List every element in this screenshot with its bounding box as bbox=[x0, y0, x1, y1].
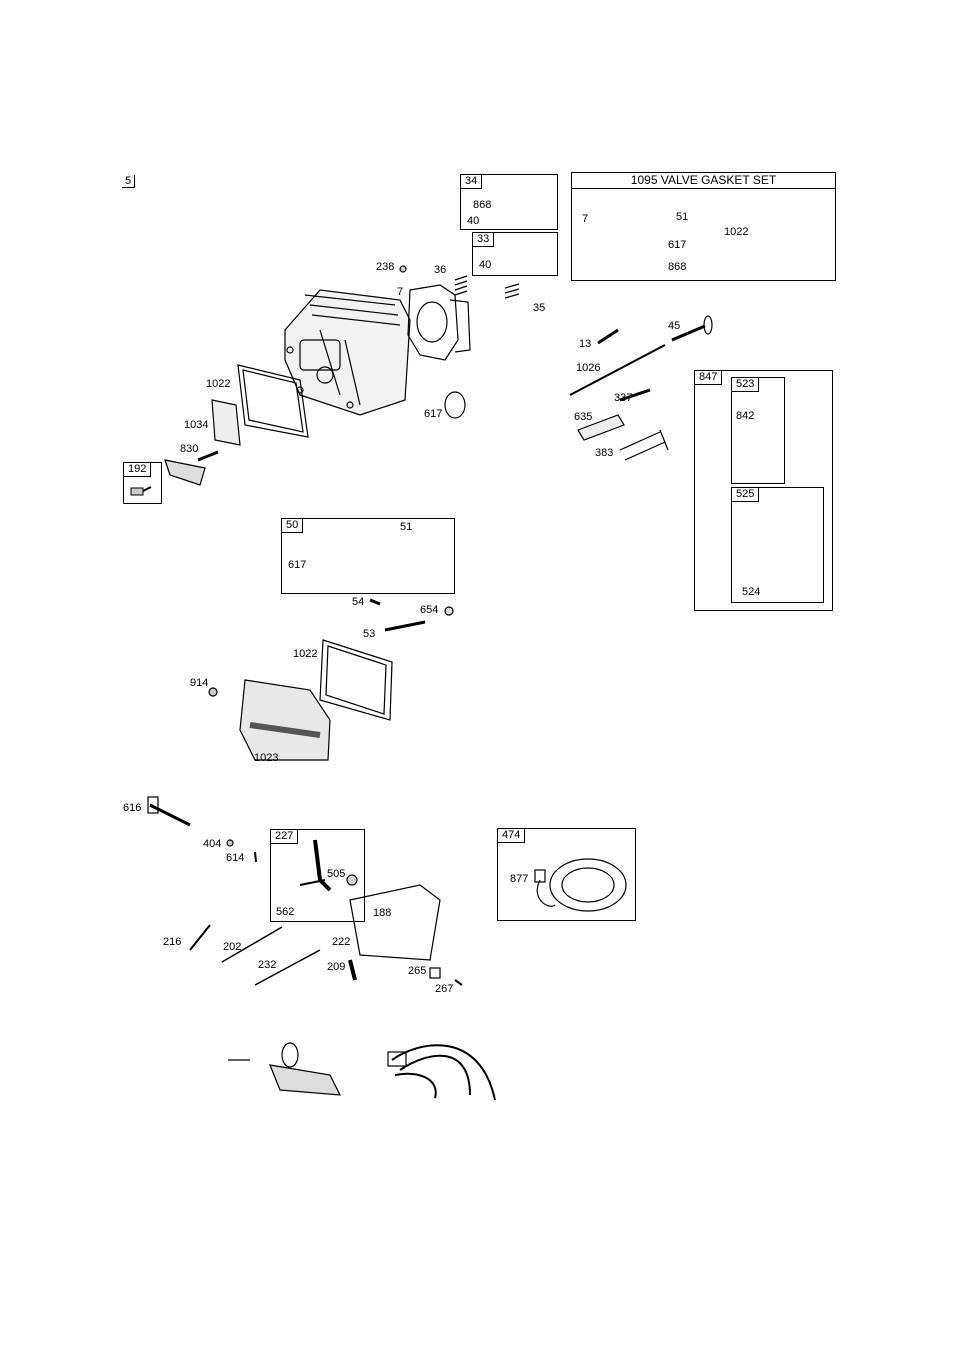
ignition-module-drawing bbox=[228, 1043, 340, 1095]
label-505: 505 bbox=[327, 868, 345, 880]
callout-36: 36 bbox=[434, 264, 446, 276]
callout-202: 202 bbox=[223, 941, 241, 953]
callout-53: 53 bbox=[363, 628, 375, 640]
label-51: 51 bbox=[400, 521, 412, 533]
callout-54: 54 bbox=[352, 596, 364, 608]
box-1095-title: 1095 VALVE GASKET SET bbox=[572, 173, 835, 189]
box-1095-valve-gasket-set: 1095 VALVE GASKET SET 7 51 617 1022 868 bbox=[571, 172, 836, 281]
callout-1026: 1026 bbox=[576, 362, 600, 374]
callout-914: 914 bbox=[190, 677, 208, 689]
box-34-tag: 34 bbox=[461, 175, 482, 189]
callout-1023: 1023 bbox=[254, 752, 278, 764]
label-524: 524 bbox=[742, 586, 760, 598]
callout-265: 265 bbox=[408, 965, 426, 977]
callout-45: 45 bbox=[668, 320, 680, 332]
callout-188: 188 bbox=[373, 907, 391, 919]
callout-232: 232 bbox=[258, 959, 276, 971]
box-50-tag: 50 bbox=[282, 519, 303, 533]
box-192: 192 bbox=[123, 462, 162, 504]
box-474: 474 877 bbox=[497, 828, 636, 921]
callout-614: 614 bbox=[226, 852, 244, 864]
callout-13: 13 bbox=[579, 338, 591, 350]
label-1022: 1022 bbox=[724, 226, 748, 238]
label-868: 868 bbox=[473, 199, 491, 211]
label-40: 40 bbox=[479, 259, 491, 271]
callout-35: 35 bbox=[533, 302, 545, 314]
box-50: 50 51 617 bbox=[281, 518, 455, 594]
box-847-tag: 847 bbox=[695, 371, 722, 385]
callout-404: 404 bbox=[203, 838, 221, 850]
box-525-tag: 525 bbox=[732, 488, 759, 502]
callout-238: 238 bbox=[376, 261, 394, 273]
wire-harness-drawing bbox=[388, 1045, 495, 1100]
callout-830: 830 bbox=[180, 443, 198, 455]
box-33: 33 40 bbox=[472, 232, 558, 276]
label-40: 40 bbox=[467, 215, 479, 227]
callout-1022: 1022 bbox=[206, 378, 230, 390]
label-842: 842 bbox=[736, 410, 754, 422]
label-562: 562 bbox=[276, 906, 294, 918]
callout-1034: 1034 bbox=[184, 419, 208, 431]
callout-617: 617 bbox=[424, 408, 442, 420]
callout-267: 267 bbox=[435, 983, 453, 995]
callout-337: 337 bbox=[614, 392, 632, 404]
box-523-tag: 523 bbox=[732, 378, 759, 392]
callout-1022: 1022 bbox=[293, 648, 317, 660]
box-227: 227 505 562 bbox=[270, 829, 365, 922]
bolt-icon bbox=[124, 463, 161, 503]
breather-plate-drawing bbox=[212, 400, 240, 445]
pushrod-drawings bbox=[570, 316, 712, 460]
box-227-tag: 227 bbox=[271, 830, 298, 844]
label-868: 868 bbox=[668, 261, 686, 273]
box-34: 34 868 40 bbox=[460, 174, 558, 230]
box-525: 525 524 bbox=[731, 487, 824, 603]
box-33-tag: 33 bbox=[473, 233, 494, 247]
callout-7: 7 bbox=[397, 286, 403, 298]
callout-383: 383 bbox=[595, 447, 613, 459]
o-ring-617-drawing bbox=[445, 392, 465, 418]
label-51: 51 bbox=[676, 211, 688, 223]
label-617: 617 bbox=[288, 559, 306, 571]
bracket-drawing bbox=[165, 460, 205, 485]
callout-635: 635 bbox=[574, 411, 592, 423]
head-gasket-drawing bbox=[408, 285, 470, 360]
cylinder-head-drawing bbox=[285, 290, 410, 415]
label-7: 7 bbox=[582, 213, 588, 225]
label-877: 877 bbox=[510, 873, 528, 885]
callout-222: 222 bbox=[332, 936, 350, 948]
callout-216: 216 bbox=[163, 936, 181, 948]
callout-209: 209 bbox=[327, 961, 345, 973]
callout-654: 654 bbox=[420, 604, 438, 616]
box-523: 523 842 bbox=[731, 377, 785, 484]
callout-616: 616 bbox=[123, 802, 141, 814]
box-474-tag: 474 bbox=[498, 829, 525, 843]
label-617: 617 bbox=[668, 239, 686, 251]
bolt-830-drawing bbox=[198, 452, 218, 460]
